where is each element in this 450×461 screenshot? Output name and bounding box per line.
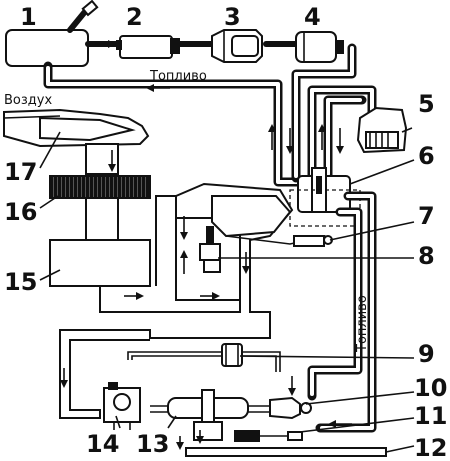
fuel-label-top: Топливо [149, 69, 207, 84]
callout-5: 5 [418, 90, 435, 118]
callout-6: 6 [418, 142, 435, 170]
auxiliary-air-valve [199, 226, 221, 273]
fuel-distributor [289, 167, 361, 227]
callout-14: 14 [86, 430, 119, 458]
air-label: Воздух [4, 93, 52, 108]
thermo-time-switch [103, 382, 141, 430]
callout-3: 3 [224, 3, 241, 31]
air-intake [3, 108, 150, 175]
injector-lines [288, 191, 377, 433]
return-line-top [43, 61, 305, 187]
throttle-linkage [211, 195, 333, 247]
callout-11: 11 [414, 402, 447, 430]
callout-12: 12 [414, 434, 447, 461]
callout-1: 1 [20, 3, 37, 31]
callout-17: 17 [4, 158, 37, 186]
engine-block [185, 447, 387, 457]
leader-lines [39, 127, 415, 453]
airflow-sensor-body [49, 239, 151, 287]
intake-manifold [150, 389, 270, 450]
fuel-label-right: Топливо [355, 295, 370, 353]
supply-to-distributor [286, 43, 357, 183]
callout-4: 4 [304, 3, 321, 31]
fuel-accumulator [295, 31, 344, 63]
regulator-lines [307, 85, 377, 181]
cylinder-injector [234, 430, 303, 442]
air-filter [49, 175, 151, 241]
callout-8: 8 [418, 242, 435, 270]
fuel-filter [211, 29, 263, 63]
injector [269, 396, 312, 420]
cold-start-valve [127, 343, 281, 372]
callout-7: 7 [418, 202, 435, 230]
callout-15: 15 [4, 268, 37, 296]
callout-13: 13 [136, 430, 169, 458]
callout-10: 10 [414, 374, 447, 402]
control-pressure-regulator [356, 106, 408, 154]
callout-16: 16 [4, 198, 37, 226]
fuel-tank [5, 0, 99, 67]
fuel-pump [116, 35, 180, 59]
callout-2: 2 [126, 3, 143, 31]
callout-9: 9 [418, 340, 435, 368]
